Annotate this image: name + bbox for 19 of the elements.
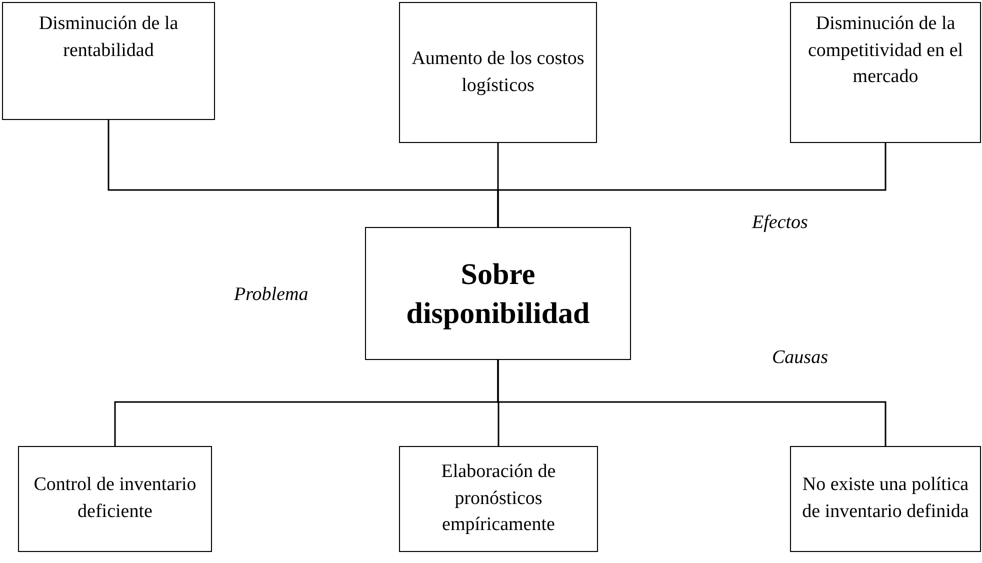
box-text: No existe una política de inventario definida <box>801 473 970 524</box>
section-label: Efectos <box>752 212 808 234</box>
text-box <box>399 2 597 143</box>
section-label: Problema <box>234 284 308 306</box>
problem-box <box>365 227 631 360</box>
text-box <box>399 446 598 552</box>
box-text: Disminución de la rentabilidad <box>38 12 180 63</box>
section-label: Causas <box>772 347 828 369</box>
box-text: Disminución de la competitividad en el mercado <box>806 12 964 90</box>
connector-line <box>497 360 886 446</box>
text-box <box>2 2 215 120</box>
box-text: Control de inventario deficiente <box>32 473 198 524</box>
box-text: Sobre disponibilidad <box>405 256 591 332</box>
box-text: Aumento de los costos logísticos <box>410 46 586 98</box>
text-box <box>790 2 981 143</box>
connector-line <box>497 143 886 227</box>
box-text: Elaboración de pronósticos empíricamente <box>440 460 557 538</box>
text-box <box>18 446 212 552</box>
text-box <box>790 446 981 552</box>
